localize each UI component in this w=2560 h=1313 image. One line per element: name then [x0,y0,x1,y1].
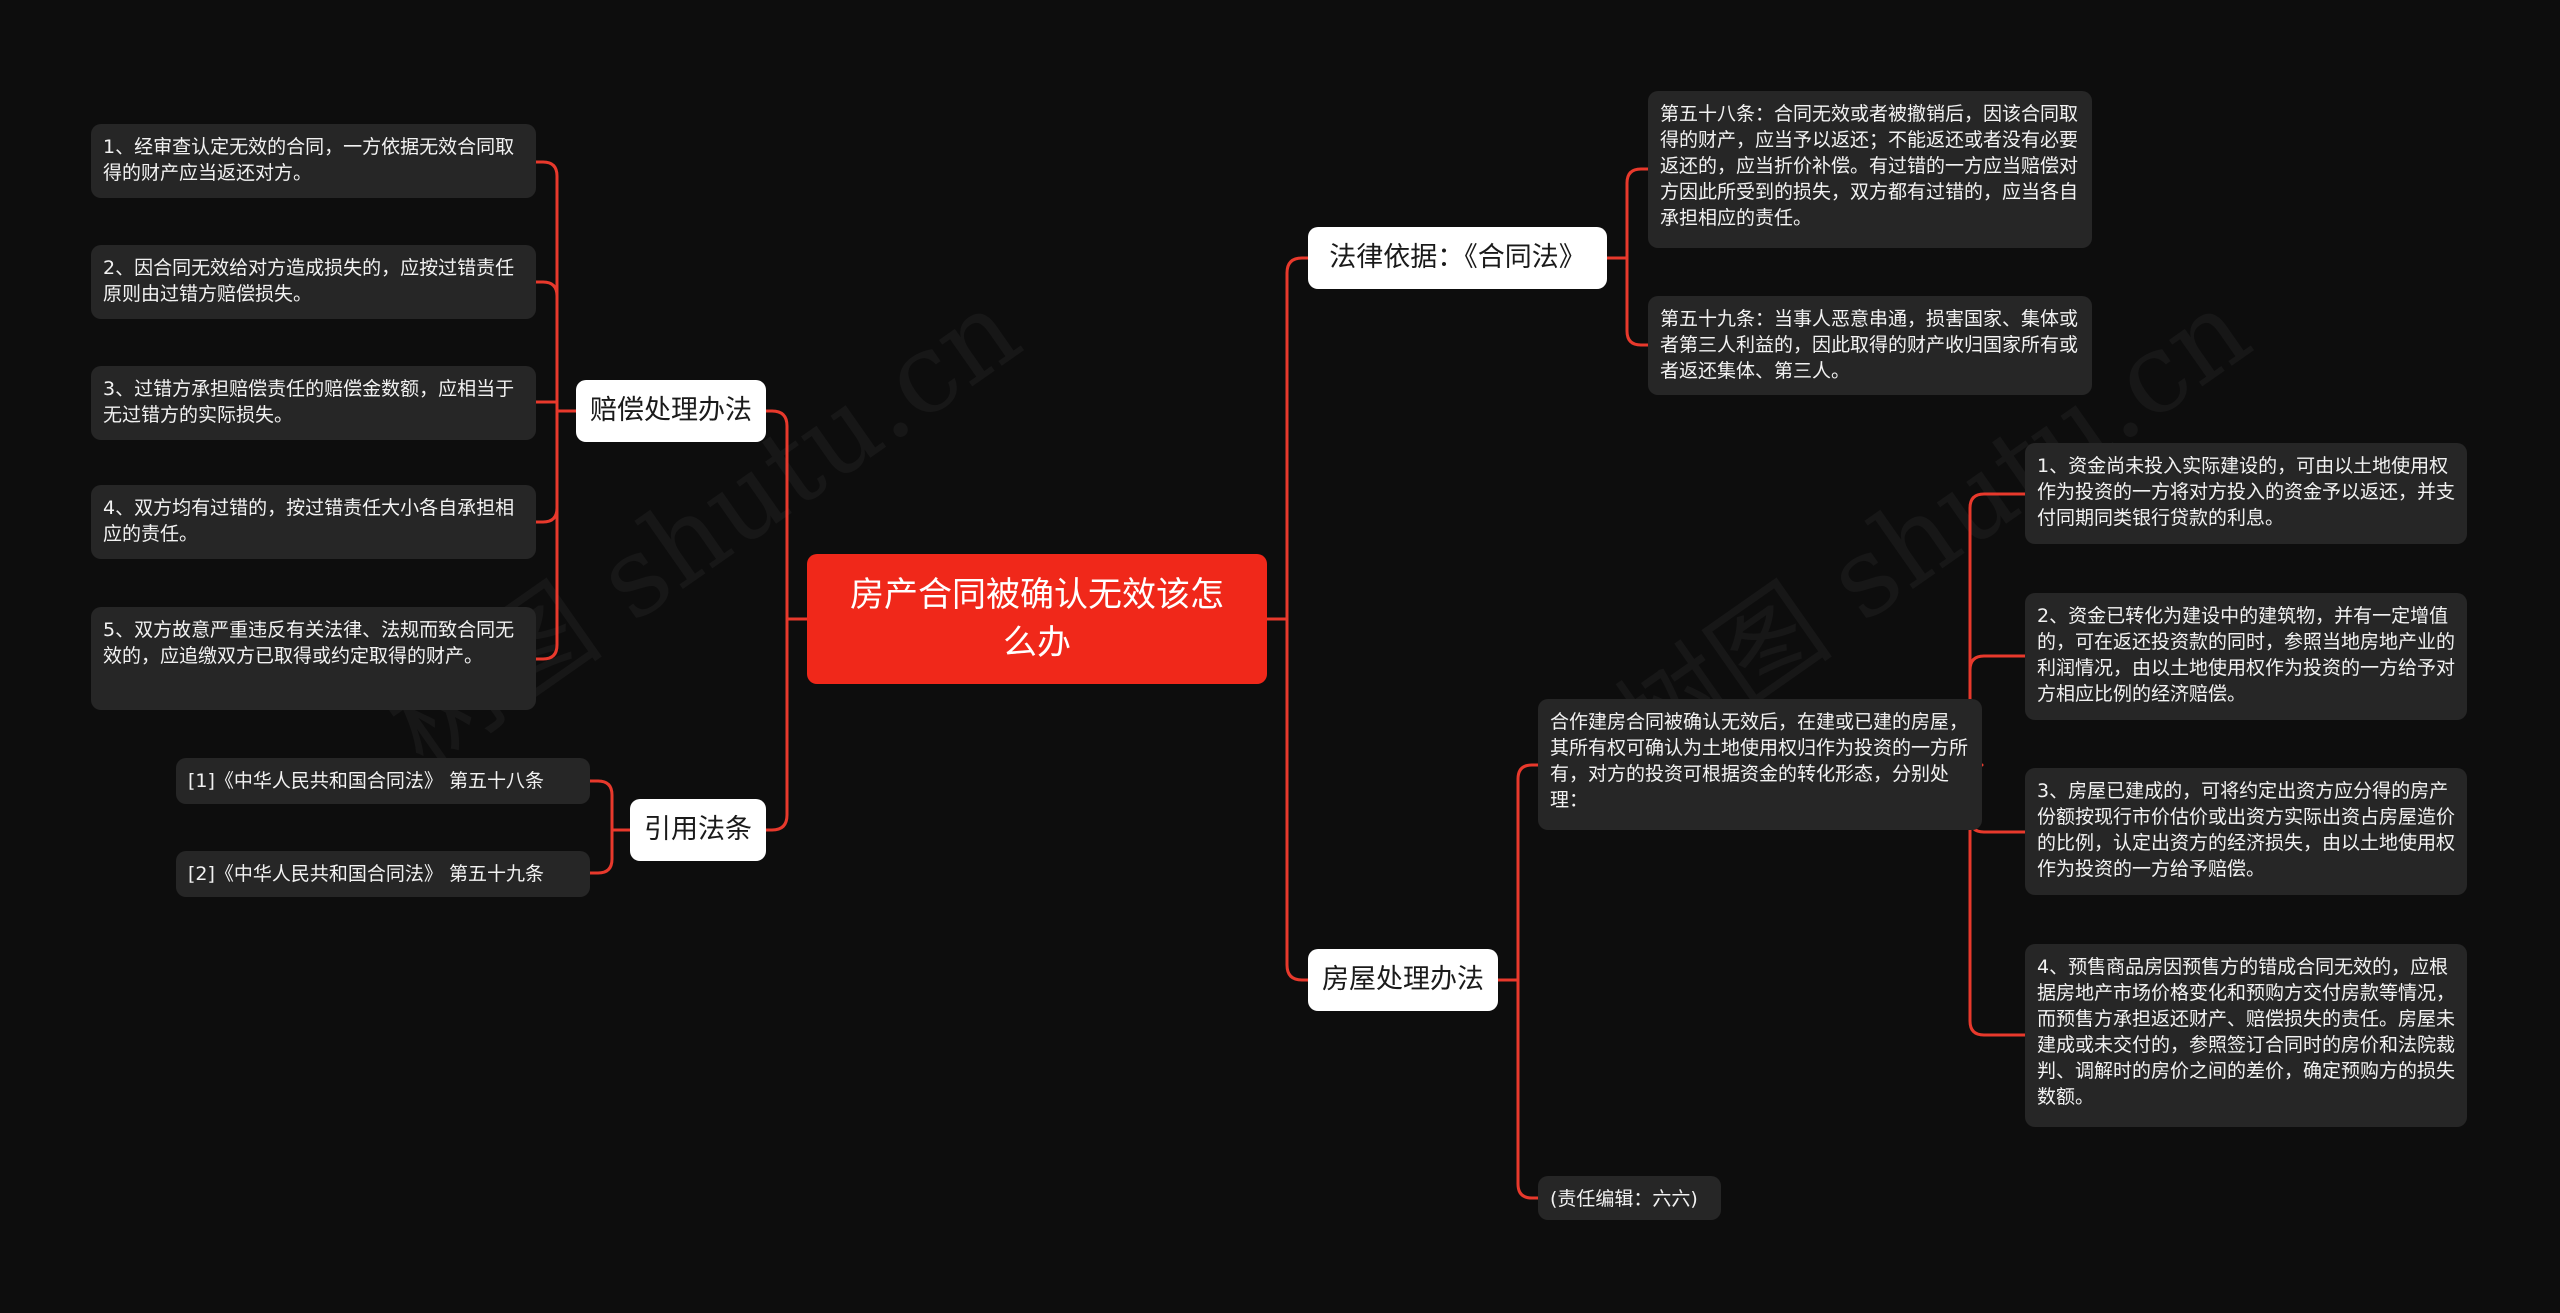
article-58[interactable]: 第五十八条：合同无效或者被撤销后，因该合同取得的财产，应当予以返还；不能返还或者… [1648,91,2092,248]
branch-label: 法律依据：《合同法》 [1329,242,1586,273]
leaf-text: 2、因合同无效给对方造成损失的，应按过错责任原则由过错方赔偿损失。 [103,257,515,305]
leaf-text: 第五十八条：合同无效或者被撤销后，因该合同取得的财产，应当予以返还；不能返还或者… [1660,103,2079,229]
branch-label: 赔偿处理办法 [590,395,752,426]
branch-label: 房屋处理办法 [1322,964,1484,995]
compensation-item-3[interactable]: 3、过错方承担赔偿责任的赔偿金数额，应相当于无过错方的实际损失。 [91,366,536,440]
compensation-item-1[interactable]: 1、经审查认定无效的合同，一方依据无效合同取得的财产应当返还对方。 [91,124,536,198]
leaf-text: [1]《中华人民共和国合同法》 第五十八条 [188,770,544,792]
article-59[interactable]: 第五十九条：当事人恶意串通，损害国家、集体或者第三人利益的，因此取得的财产收归国… [1648,296,2092,395]
branch-compensation[interactable]: 赔偿处理办法 [576,380,766,442]
leaf-text: 1、经审查认定无效的合同，一方依据无效合同取得的财产应当返还对方。 [103,136,515,184]
branch-citations[interactable]: 引用法条 [630,799,766,861]
citation-item-1[interactable]: [1]《中华人民共和国合同法》 第五十八条 [176,758,590,804]
leaf-text: 第五十九条：当事人恶意串通，损害国家、集体或者第三人利益的，因此取得的财产收归国… [1660,308,2079,382]
leaf-text: [2]《中华人民共和国合同法》 第五十九条 [188,863,544,885]
leaf-text: 3、过错方承担赔偿责任的赔偿金数额，应相当于无过错方的实际损失。 [103,378,515,426]
leaf-text: 合作建房合同被确认无效后，在建或已建的房屋，其所有权可确认为土地使用权归作为投资… [1550,711,1969,811]
leaf-text: 5、双方故意严重违反有关法律、法规而致合同无效的，应追缴双方已取得或约定取得的财… [103,619,515,667]
leaf-text: 3、房屋已建成的，可将约定出资方应分得的房产份额按现行市价估价或出资方实际出资占… [2037,780,2456,880]
branch-legal-basis[interactable]: 法律依据：《合同法》 [1308,227,1607,289]
leaf-text: 2、资金已转化为建设中的建筑物，并有一定增值的，可在返还投资款的同时，参照当地房… [2037,605,2456,705]
branch-housing[interactable]: 房屋处理办法 [1308,949,1498,1011]
citation-item-2[interactable]: [2]《中华人民共和国合同法》 第五十九条 [176,851,590,897]
compensation-item-4[interactable]: 4、双方均有过错的，按过错责任大小各自承担相应的责任。 [91,485,536,559]
housing-editor[interactable]: (责任编辑：六六) [1538,1176,1721,1220]
housing-item-1[interactable]: 1、资金尚未投入实际建设的，可由以土地使用权作为投资的一方将对方投入的资金予以返… [2025,443,2467,544]
root-node[interactable]: 房产合同被确认无效该怎么办 [807,554,1267,684]
leaf-text: (责任编辑：六六) [1550,1188,1698,1210]
leaf-text: 4、双方均有过错的，按过错责任大小各自承担相应的责任。 [103,497,515,545]
compensation-item-2[interactable]: 2、因合同无效给对方造成损失的，应按过错责任原则由过错方赔偿损失。 [91,245,536,319]
housing-item-2[interactable]: 2、资金已转化为建设中的建筑物，并有一定增值的，可在返还投资款的同时，参照当地房… [2025,593,2467,720]
leaf-text: 1、资金尚未投入实际建设的，可由以土地使用权作为投资的一方将对方投入的资金予以返… [2037,455,2456,529]
housing-intro[interactable]: 合作建房合同被确认无效后，在建或已建的房屋，其所有权可确认为土地使用权归作为投资… [1538,699,1982,830]
leaf-text: 4、预售商品房因预售方的错成合同无效的，应根据房地产市场价格变化和预购方交付房款… [2037,956,2456,1108]
housing-item-4[interactable]: 4、预售商品房因预售方的错成合同无效的，应根据房地产市场价格变化和预购方交付房款… [2025,944,2467,1127]
branch-label: 引用法条 [644,814,752,845]
root-title: 房产合同被确认无效该怎么办 [850,575,1224,663]
housing-item-3[interactable]: 3、房屋已建成的，可将约定出资方应分得的房产份额按现行市价估价或出资方实际出资占… [2025,768,2467,895]
compensation-item-5[interactable]: 5、双方故意严重违反有关法律、法规而致合同无效的，应追缴双方已取得或约定取得的财… [91,607,536,710]
